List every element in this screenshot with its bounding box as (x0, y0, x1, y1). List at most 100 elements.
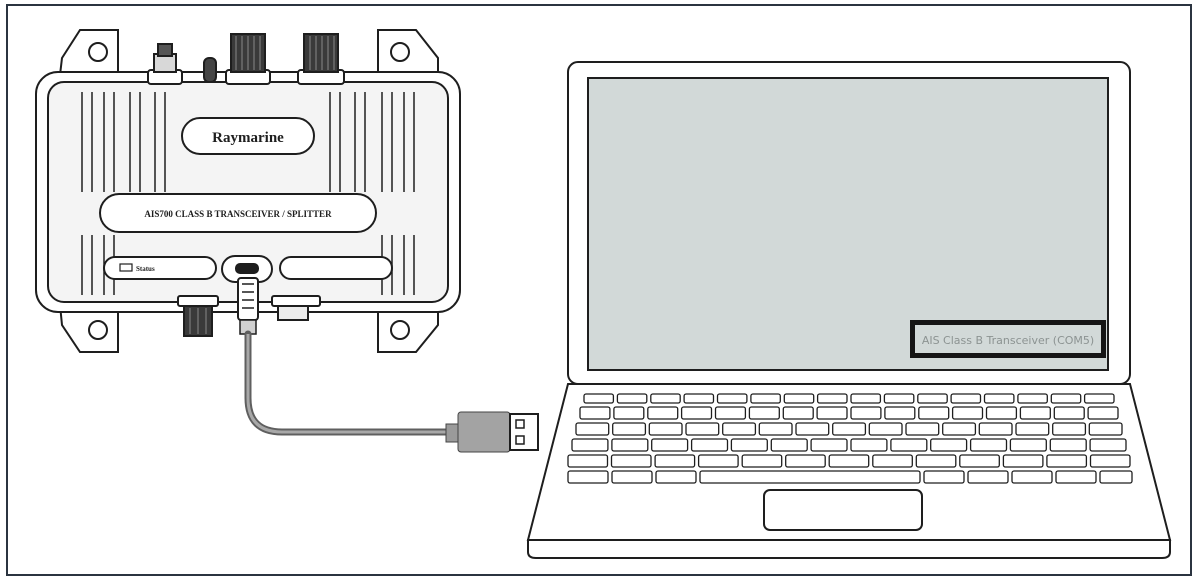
keyboard-key (648, 422, 683, 436)
brand-badge (181, 117, 315, 155)
keyboard-key (567, 454, 609, 468)
keyboard-key (969, 438, 1008, 452)
keyboard-key (1049, 438, 1087, 452)
keyboard-key (959, 454, 1000, 468)
keyboard-key (816, 393, 848, 404)
keyboard-key (978, 422, 1013, 436)
keyboard-key (722, 422, 757, 436)
keyboard-key (850, 438, 888, 452)
keyboard-key (1015, 422, 1050, 436)
keyboard-key (1089, 454, 1131, 468)
keyboard-key (1017, 393, 1048, 404)
keyboard-key (850, 393, 882, 404)
usb-a-plug (457, 411, 511, 453)
keyboard-key (1099, 470, 1133, 484)
status-panel (103, 256, 217, 280)
keyboard-key (915, 454, 957, 468)
keyboard-key (1011, 470, 1053, 484)
keyboard-key (883, 393, 915, 404)
status-label: Status (136, 265, 155, 273)
keyboard-key (730, 438, 768, 452)
keyboard-key (741, 454, 783, 468)
aux-connector-bottom (271, 295, 321, 321)
model-label-band (99, 193, 377, 233)
keyboard (567, 393, 1133, 484)
power-connector-bottom (177, 295, 219, 337)
keyboard-key (951, 406, 984, 420)
keyboard-key (714, 406, 747, 420)
keyboard-key (699, 470, 921, 484)
keyboard-key (917, 393, 948, 404)
keyboard-key (985, 406, 1018, 420)
keyboard-key (1055, 470, 1097, 484)
keyboard-key (1053, 406, 1085, 420)
keyboard-key (783, 393, 815, 404)
keyboard-key (567, 470, 609, 484)
keyboard-key (884, 406, 916, 420)
keyboard-key (647, 406, 679, 420)
keyboard-key (1009, 438, 1047, 452)
keyboard-key (651, 438, 689, 452)
keyboard-key (716, 393, 748, 404)
keyboard-key (697, 454, 739, 468)
gps-stub-connector (203, 57, 217, 83)
keyboard-key (583, 393, 615, 404)
keyboard-key (832, 422, 867, 436)
keyboard-key (770, 438, 808, 452)
keyboard-key (1088, 422, 1123, 436)
notification-text: AIS Class B Transceiver (COM5) (922, 334, 1094, 347)
brand-logo: Raymarine (212, 130, 284, 146)
keyboard-key (816, 406, 848, 420)
status-led-icon (119, 263, 133, 272)
keyboard-key (655, 470, 697, 484)
com-port-notification: AIS Class B Transceiver (COM5) (910, 320, 1106, 358)
keyboard-key (680, 406, 713, 420)
keyboard-key (616, 393, 648, 404)
keyboard-key (654, 454, 696, 468)
keyboard-key (930, 438, 968, 452)
keyboard-key (983, 393, 1015, 404)
keyboard-key (571, 438, 609, 452)
nmea-connector-top-1 (225, 33, 271, 85)
keyboard-key (868, 422, 903, 436)
keyboard-key (1083, 393, 1115, 404)
keyboard-key (685, 422, 720, 436)
keyboard-key (1052, 422, 1087, 436)
keyboard-key (967, 470, 1009, 484)
keyboard-key (850, 406, 882, 420)
keyboard-key (611, 470, 653, 484)
keyboard-key (950, 393, 982, 404)
keyboard-key (923, 470, 965, 484)
usb-cable (237, 277, 539, 453)
model-label: AIS700 CLASS B TRANSCEIVER / SPLITTER (144, 209, 332, 219)
keyboard-key (872, 454, 913, 468)
keyboard-key (758, 422, 793, 436)
keyboard-key (828, 454, 870, 468)
keyboard-key (810, 438, 848, 452)
keyboard-key (890, 438, 928, 452)
keyboard-key (1089, 438, 1127, 452)
keyboard-key (795, 422, 830, 436)
keyboard-key (575, 422, 610, 436)
keyboard-key (942, 422, 977, 436)
keyboard-key (748, 406, 780, 420)
nmea-connector-top-2 (297, 33, 345, 85)
keyboard-key (905, 422, 940, 436)
keyboard-key (613, 406, 645, 420)
keyboard-key (1019, 406, 1051, 420)
keyboard-key (690, 438, 729, 452)
keyboard-key (683, 393, 715, 404)
keyboard-key (579, 406, 611, 420)
keyboard-key (611, 438, 649, 452)
keyboard-key (1087, 406, 1119, 420)
keyboard-key (1002, 454, 1044, 468)
keyboard-key (918, 406, 950, 420)
vhf-antenna-connector (147, 43, 183, 85)
keyboard-key (650, 393, 681, 404)
keyboard-key (1046, 454, 1088, 468)
keyboard-key (610, 454, 652, 468)
trackpad (763, 489, 923, 531)
keyboard-key (782, 406, 814, 420)
ais-transceiver-device (35, 29, 461, 353)
